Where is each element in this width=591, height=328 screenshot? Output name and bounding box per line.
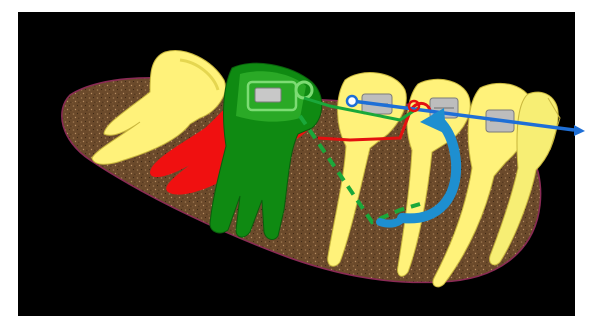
wire-hook-icon bbox=[347, 96, 357, 106]
wire-end-arrow-icon bbox=[574, 125, 585, 136]
bracket-icon-molar bbox=[255, 88, 281, 102]
